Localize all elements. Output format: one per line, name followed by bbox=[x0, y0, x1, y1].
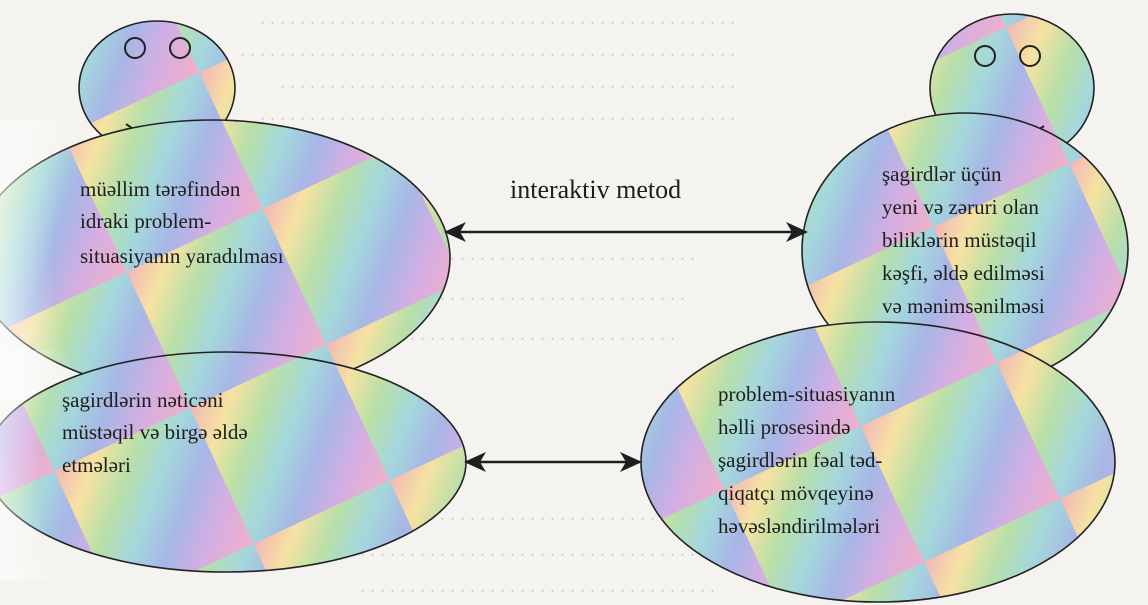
node-student-discovery-line: şagirdlər üçün bbox=[882, 162, 1002, 186]
node-student-discovery-line: kəşfi, əldə edilməsi bbox=[882, 261, 1045, 285]
node-student-research-line: qiqatçı mövqeyinə bbox=[718, 481, 874, 505]
svg-text:. . . . . . . . . . . . . . .: . . . . . . . . . . . . . . . . . . . . … bbox=[360, 575, 715, 597]
node-student-results-line: müstəqil və birgə əldə bbox=[62, 420, 248, 444]
left-eye-left bbox=[124, 37, 146, 59]
node-teacher-problem-line: müəllim tərəfindən bbox=[80, 177, 241, 201]
right-eye-right bbox=[1019, 45, 1041, 67]
node-student-results-text: şagirdlərin nəticəni müstəqil və birgə ə… bbox=[62, 388, 248, 477]
svg-text:. . . . . . . . . . . . . . .: . . . . . . . . . . . . . . . . . . . . … bbox=[260, 103, 735, 125]
node-student-research-line: şagirdlərin fəal təd- bbox=[718, 448, 882, 472]
node-student-discovery-line: yeni və zəruri olan bbox=[882, 195, 1039, 219]
right-eye-left bbox=[974, 45, 996, 67]
left-figure bbox=[0, 20, 467, 580]
svg-text:. . . . . . . . . . . . . . .: . . . . . . . . . . . . . . . . . . . . … bbox=[360, 503, 705, 525]
node-teacher-problem-line: idraki problem- bbox=[80, 209, 211, 233]
node-teacher-problem-line: situasiyanın yaradılması bbox=[80, 244, 284, 268]
node-student-discovery-line: biliklərin müstəqil bbox=[882, 228, 1037, 252]
node-student-research-text: problem-situasiyanın həlli prosesində şa… bbox=[718, 382, 896, 538]
svg-text:. . . . . . . . . . . . . . .: . . . . . . . . . . . . . . . . . . . . … bbox=[260, 7, 735, 29]
diagram-title: interaktiv metod bbox=[510, 175, 681, 204]
svg-text:. . . . . . . . . . . . . . .: . . . . . . . . . . . . . . . . . . . . … bbox=[240, 39, 735, 61]
node-teacher-problem-text: müəllim tərəfindən idraki problem- situa… bbox=[80, 177, 284, 268]
node-student-discovery-text: şagirdlər üçün yeni və zəruri olan bilik… bbox=[882, 162, 1045, 318]
node-student-results-line: şagirdlərin nəticəni bbox=[62, 388, 224, 412]
node-student-research-line: həvəsləndirilmələri bbox=[718, 514, 880, 538]
right-figure bbox=[640, 13, 1129, 603]
node-student-research-line: problem-situasiyanın bbox=[718, 382, 896, 406]
svg-text:. . . . . . . . . . . . . . .: . . . . . . . . . . . . . . . . . . . . … bbox=[360, 539, 725, 561]
left-eye-right bbox=[169, 37, 191, 59]
svg-text:. . . . . . . . . . . . . . .: . . . . . . . . . . . . . . . . . . . . … bbox=[280, 71, 735, 93]
node-student-results-line: etmələri bbox=[62, 453, 131, 477]
node-student-research-line: həlli prosesində bbox=[718, 415, 850, 439]
node-student-discovery-line: və mənimsənilməsi bbox=[882, 294, 1045, 318]
